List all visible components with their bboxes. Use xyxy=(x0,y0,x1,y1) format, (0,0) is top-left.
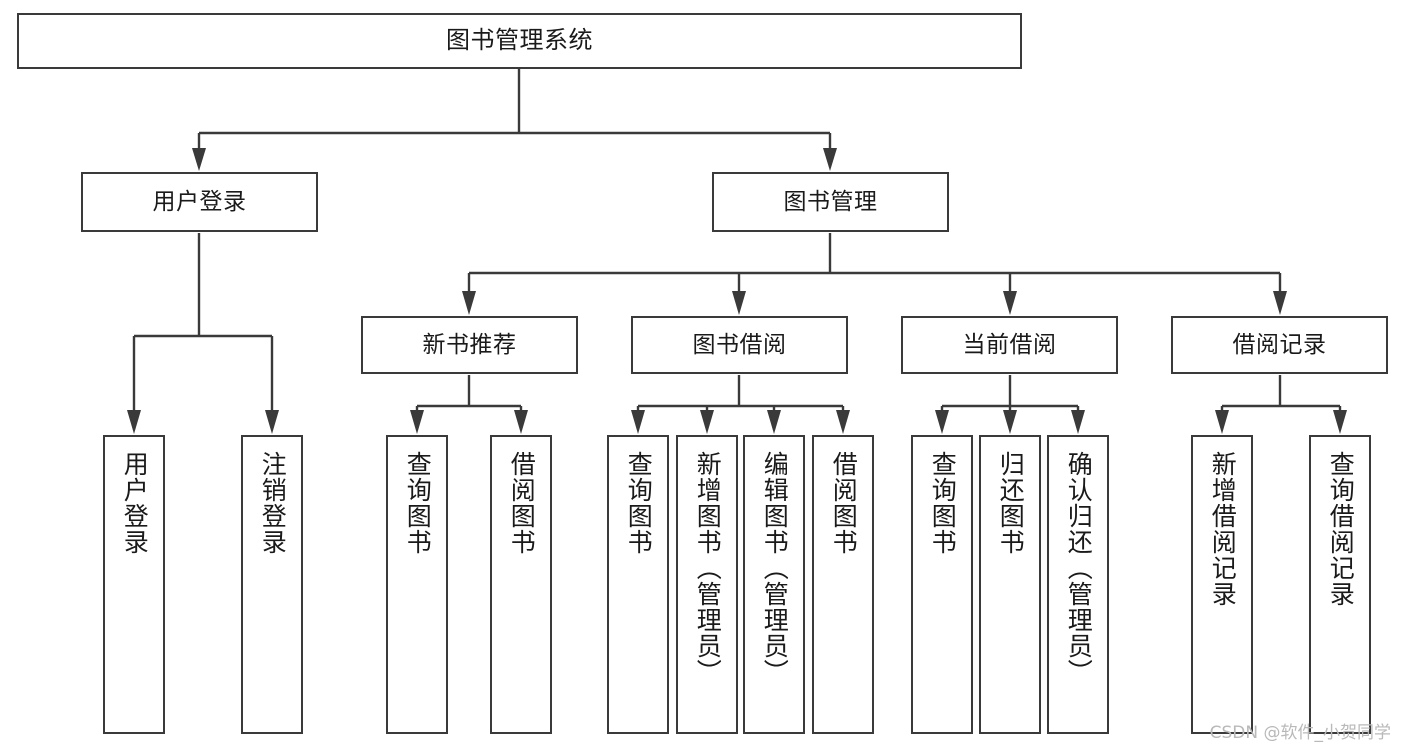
node-leaf-newbook-query[interactable]: 查询图书 xyxy=(386,435,448,734)
arrowhead-userlogin xyxy=(192,148,206,171)
arrowhead-currentborrow-leaf-1 xyxy=(935,410,949,434)
arrowhead-bookborrow xyxy=(732,291,746,315)
node-leaf-record-add[interactable]: 新增借阅记录 xyxy=(1191,435,1253,734)
node-leaf-borrow-query[interactable]: 查询图书 xyxy=(607,435,669,734)
node-leaf-current-return-label: 归还图书 xyxy=(996,451,1026,555)
arrowhead-borrowrecord xyxy=(1273,291,1287,315)
node-root[interactable]: 图书管理系统 xyxy=(17,13,1022,69)
node-leaf-newbook-query-label: 查询图书 xyxy=(403,451,433,555)
arrowhead-newbook-leaf-2 xyxy=(514,410,528,434)
arrowhead-user-leaf-2 xyxy=(265,410,279,434)
arrowhead-borrowrecord-leaf-1 xyxy=(1215,410,1229,434)
node-leaf-logout[interactable]: 注销登录 xyxy=(241,435,303,734)
node-new-book-recommend-label: 新书推荐 xyxy=(422,331,517,358)
node-leaf-borrow-edit[interactable]: 编辑图书（管理员） xyxy=(743,435,805,734)
node-leaf-record-query[interactable]: 查询借阅记录 xyxy=(1309,435,1371,734)
node-leaf-newbook-borrow[interactable]: 借阅图书 xyxy=(490,435,552,734)
arrowhead-currentborrow xyxy=(1003,291,1017,315)
arrowhead-bookborrow-leaf-3 xyxy=(767,410,781,434)
arrowhead-newbook-leaf-1 xyxy=(410,410,424,434)
node-leaf-borrow-edit-label: 编辑图书（管理员） xyxy=(760,451,790,685)
node-current-borrow-label: 当前借阅 xyxy=(962,331,1057,358)
node-leaf-borrow-add[interactable]: 新增图书（管理员） xyxy=(676,435,738,734)
node-borrow-record-label: 借阅记录 xyxy=(1232,331,1327,358)
node-current-borrow[interactable]: 当前借阅 xyxy=(901,316,1118,374)
arrowhead-currentborrow-leaf-3 xyxy=(1071,410,1085,434)
node-book-management[interactable]: 图书管理 xyxy=(712,172,949,232)
node-borrow-record[interactable]: 借阅记录 xyxy=(1171,316,1388,374)
arrowhead-bookborrow-leaf-2 xyxy=(700,410,714,434)
node-leaf-logout-label: 注销登录 xyxy=(258,451,288,555)
node-leaf-current-query[interactable]: 查询图书 xyxy=(911,435,973,734)
arrowhead-newbook xyxy=(462,291,476,315)
watermark: CSDN @软件_小贺同学 xyxy=(1209,723,1391,743)
node-book-management-label: 图书管理 xyxy=(783,188,878,215)
node-leaf-user-login-label: 用户登录 xyxy=(120,451,150,555)
node-leaf-borrow-add-label: 新增图书（管理员） xyxy=(693,451,723,685)
node-leaf-current-return[interactable]: 归还图书 xyxy=(979,435,1041,734)
arrowhead-bookborrow-leaf-4 xyxy=(836,410,850,434)
node-leaf-record-query-label: 查询借阅记录 xyxy=(1326,451,1356,607)
node-leaf-borrow-book-label: 借阅图书 xyxy=(829,451,859,555)
node-leaf-current-confirm-return[interactable]: 确认归还（管理员） xyxy=(1047,435,1109,734)
node-leaf-current-confirm-return-label: 确认归还（管理员） xyxy=(1064,451,1094,685)
arrowhead-currentborrow-leaf-2 xyxy=(1003,410,1017,434)
node-new-book-recommend[interactable]: 新书推荐 xyxy=(361,316,578,374)
arrowhead-user-leaf-1 xyxy=(127,410,141,434)
arrowhead-bookborrow-leaf-1 xyxy=(631,410,645,434)
node-leaf-current-query-label: 查询图书 xyxy=(928,451,958,555)
node-user-login[interactable]: 用户登录 xyxy=(81,172,318,232)
node-book-borrow[interactable]: 图书借阅 xyxy=(631,316,848,374)
node-leaf-borrow-query-label: 查询图书 xyxy=(624,451,654,555)
node-root-label: 图书管理系统 xyxy=(446,26,593,55)
node-user-login-label: 用户登录 xyxy=(152,188,247,215)
node-leaf-borrow-book[interactable]: 借阅图书 xyxy=(812,435,874,734)
node-leaf-newbook-borrow-label: 借阅图书 xyxy=(507,451,537,555)
node-leaf-record-add-label: 新增借阅记录 xyxy=(1208,451,1238,607)
arrowhead-borrowrecord-leaf-2 xyxy=(1333,410,1347,434)
node-leaf-user-login[interactable]: 用户登录 xyxy=(103,435,165,734)
node-book-borrow-label: 图书借阅 xyxy=(692,331,787,358)
arrowhead-bookmgmt xyxy=(823,148,837,171)
